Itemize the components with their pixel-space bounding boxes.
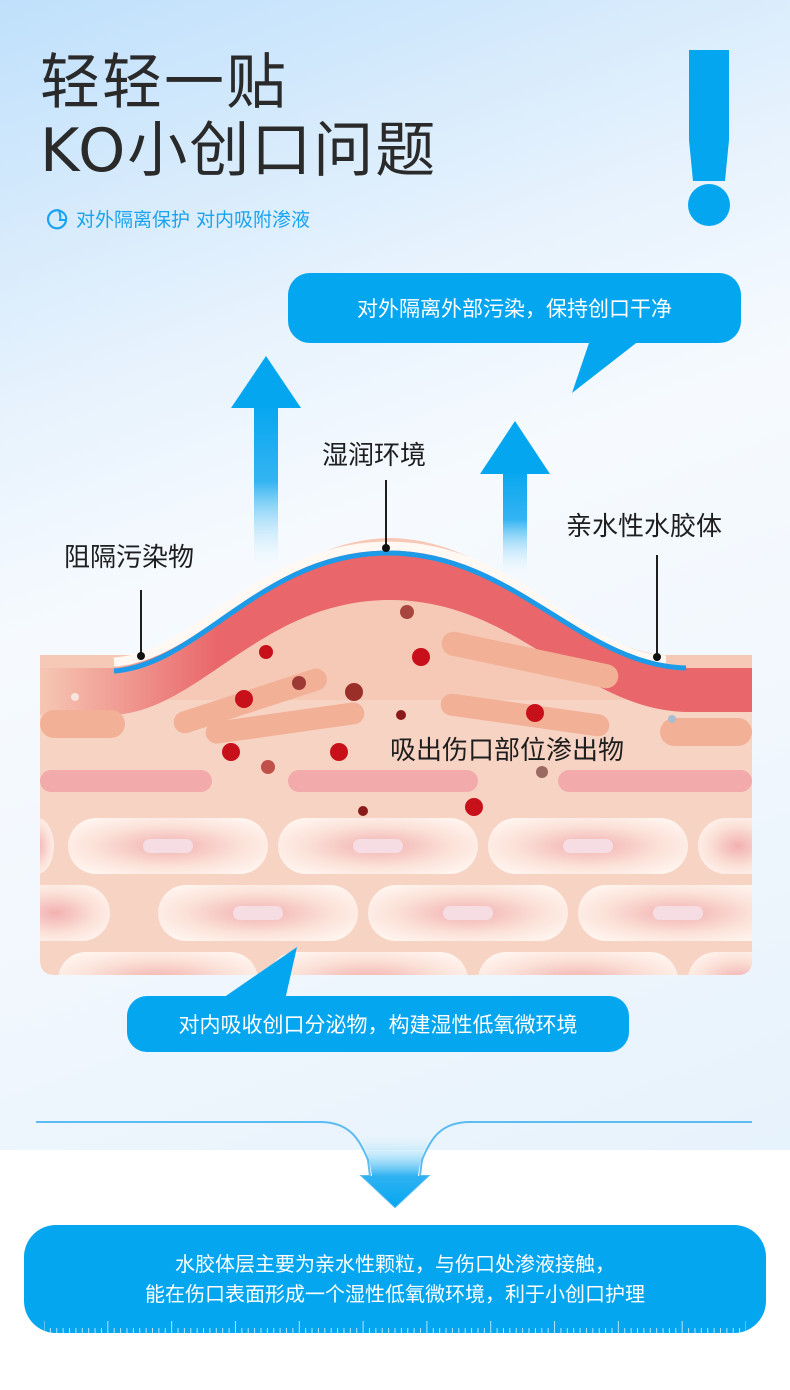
page-title-line1: 轻轻一贴 xyxy=(40,48,288,118)
bubble-top-tail xyxy=(572,340,640,393)
ruler-decoration xyxy=(44,1321,746,1333)
cell-row-1 xyxy=(40,818,752,874)
exudate-particles xyxy=(71,605,676,816)
callout-bottom-line1: 水胶体层主要为亲水性颗粒，与伤口处渗液接触， xyxy=(175,1252,615,1276)
bubble-mid-tail xyxy=(220,947,297,1000)
callout-bottom-line2: 能在伤口表面形成一个湿性低氧微环境，利于小创口护理 xyxy=(145,1282,645,1306)
label-moist-environment: 湿润环境 xyxy=(322,441,427,471)
label-absorb-exudate: 吸出伤口部位渗出物 xyxy=(390,736,625,766)
callout-isolate-contamination: 对外隔离外部污染，保持创口干净 xyxy=(288,273,741,343)
divider-arrow xyxy=(36,1121,752,1209)
bandage-peel-icon xyxy=(46,208,68,229)
callout-middle-text: 对内吸收创口分泌物，构建湿性低氧微环境 xyxy=(178,1013,578,1037)
cell-row-2 xyxy=(40,885,752,941)
leader-lines xyxy=(137,480,661,661)
callout-hydrocolloid-explanation: 水胶体层主要为亲水性颗粒，与伤口处渗液接触， 能在伤口表面形成一个湿性低氧微环境… xyxy=(24,1225,766,1333)
subtitle-text: 对外隔离保护 对内吸附渗液 xyxy=(76,209,311,231)
callout-top-text: 对外隔离外部污染，保持创口干净 xyxy=(357,297,672,321)
label-block-contaminants: 阻隔污染物 xyxy=(64,543,195,573)
exclamation-icon xyxy=(688,50,730,226)
subtitle: 对外隔离保护 对内吸附渗液 xyxy=(46,205,310,232)
upward-arrow-right xyxy=(480,421,550,580)
callout-absorb-secretion: 对内吸收创口分泌物，构建湿性低氧微环境 xyxy=(127,996,629,1052)
page-title-line2: KO小创口问题 xyxy=(40,116,438,186)
upward-arrow-left xyxy=(231,356,301,575)
label-hydrocolloid: 亲水性水胶体 xyxy=(566,512,723,542)
